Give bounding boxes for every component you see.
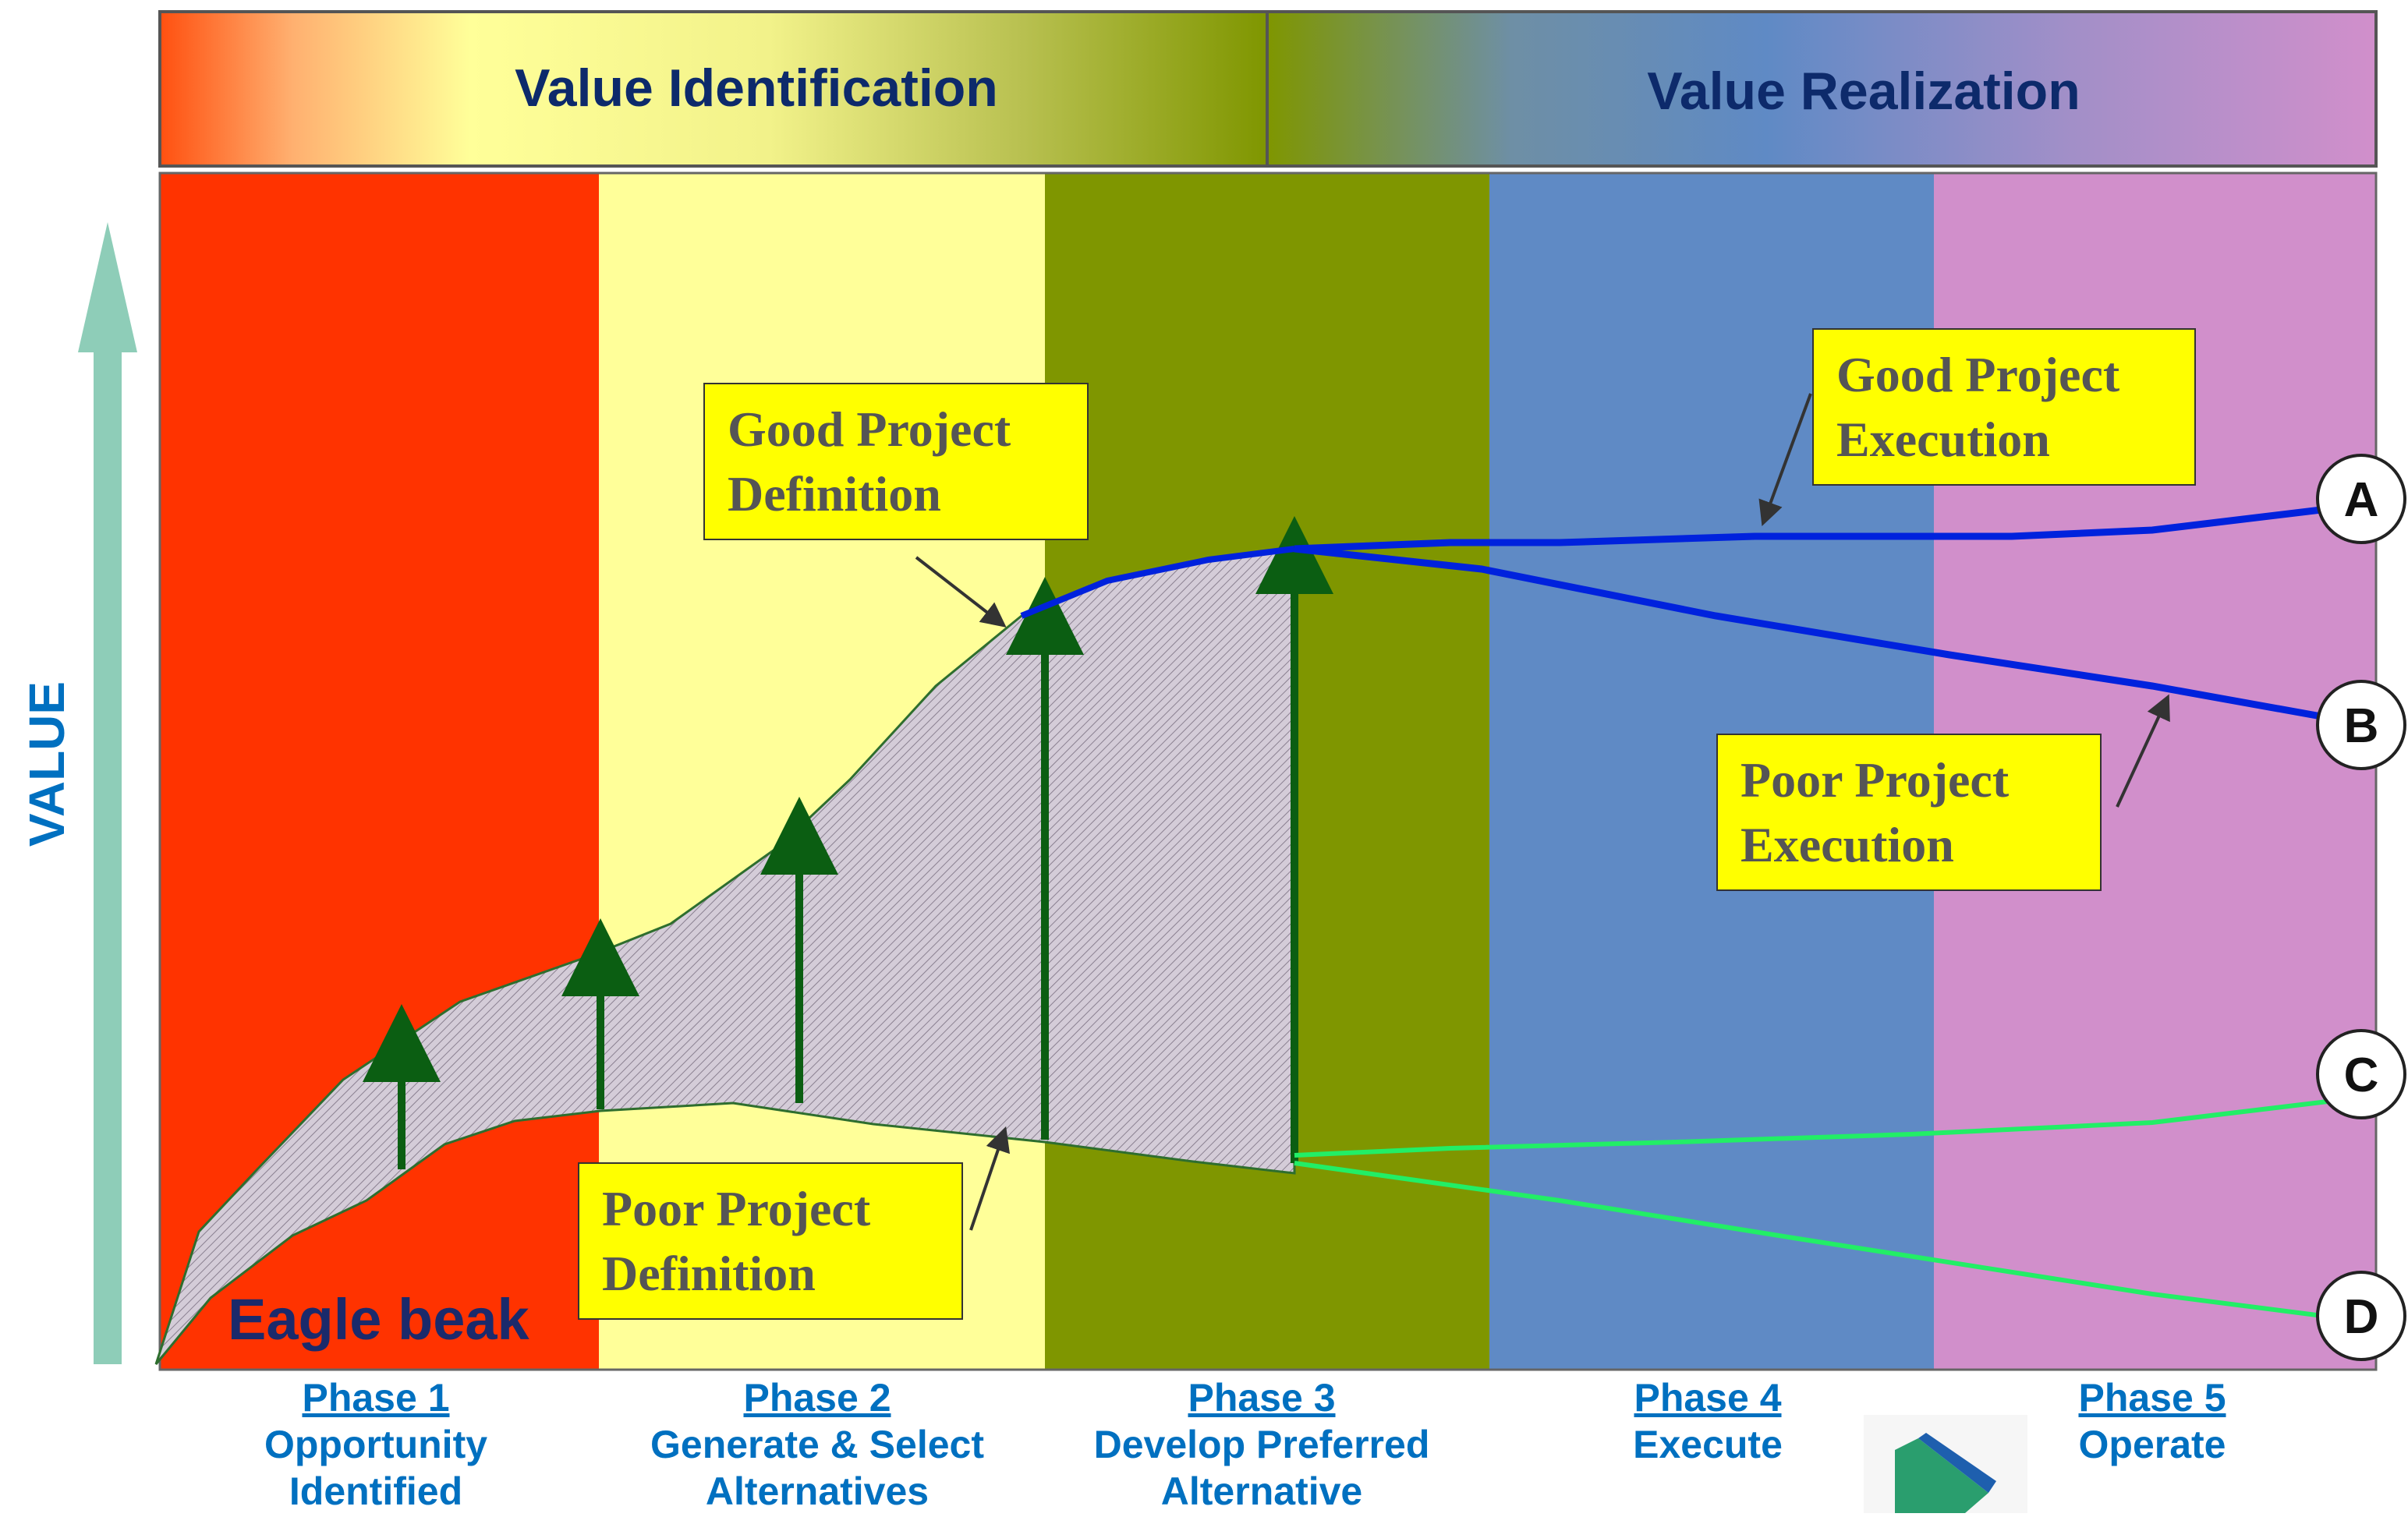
good-execution-box [1812,328,2196,486]
value-increase-arrows [363,516,1333,1169]
good-definition-line2: Definition [728,466,941,522]
callout-pointers [915,393,2170,1231]
endpoint-markers: A B C D [2316,454,2406,1361]
phase-1-label: Phase 1 Opportunity Identified [264,1376,487,1513]
poor-execution-pointer [2116,694,2170,808]
poor-execution-line1: Poor Project [1740,752,2010,808]
poor-definition-line1: Poor Project [602,1181,871,1236]
logo-icon [1895,1438,1988,1513]
header-bar: Value Identification Value Realization [158,10,2378,168]
line-b-poor-execution [1294,545,2348,725]
phase-4-label: Phase 4 Execute [1633,1376,1783,1466]
poor-execution-callout: Poor Project Execution [1716,734,2102,891]
phase-1-line1: Opportunity [264,1423,487,1466]
good-execution-callout: Good Project Execution [1812,328,2196,486]
poor-definition-callout: Poor Project Definition [578,1162,963,1320]
endpoint-b: B [2316,680,2406,770]
phase-3-label: Phase 3 Develop Preferred Alternative [1094,1376,1430,1513]
value-axis-label: VALUE [19,681,75,847]
phase-2-title[interactable]: Phase 2 [743,1376,891,1420]
phase-3-line1: Develop Preferred [1094,1423,1430,1466]
chart-frame [158,172,2378,1371]
phase-4-line1: Execute [1633,1423,1783,1466]
value-identification-bar [158,10,1269,168]
good-definition-peak-curve [1020,546,1295,619]
phase-2-line1: Generate & Select [650,1423,984,1466]
eagle-beak-label: Eagle beak [228,1287,530,1352]
endpoint-c: C [2316,1029,2406,1119]
poor-definition-box [578,1162,963,1320]
endpoint-a: A [2316,454,2406,544]
good-execution-line2: Execution [1836,412,2050,467]
poor-execution-box [1716,734,2102,891]
value-realization-bar [1266,10,2378,168]
value-identification-label: Value Identification [515,58,998,118]
line-d [1294,1161,2348,1321]
phase-3-title[interactable]: Phase 3 [1188,1376,1335,1420]
endpoint-d: D [2316,1271,2406,1361]
endpoint-a-label: A [2344,473,2379,527]
phase-5-line1: Operate [2079,1423,2226,1466]
phase-4-title[interactable]: Phase 4 [1634,1376,1781,1420]
poor-definition-pointer [969,1126,1011,1231]
good-definition-callout: Good Project Definition [703,383,1089,540]
line-a-good-execution [1294,503,2348,553]
value-realization-label: Value Realization [1647,62,2080,121]
phase-1-title[interactable]: Phase 1 [302,1376,449,1420]
good-definition-pointer [915,556,1007,628]
phase-1-line2: Identified [289,1469,462,1513]
good-definition-line1: Good Project [728,401,1011,457]
endpoint-c-label: C [2344,1048,2379,1102]
phase-labels: Phase 1 Opportunity Identified Phase 2 G… [264,1376,2226,1513]
phase-5-title[interactable]: Phase 5 [2078,1376,2226,1420]
phase-2-label: Phase 2 Generate & Select Alternatives [650,1376,984,1513]
phase-3-line2: Alternative [1161,1469,1362,1513]
endpoint-d-label: D [2344,1290,2379,1344]
value-axis-arrowhead [78,222,137,352]
good-execution-pointer [1758,393,1812,527]
phase-2-line2: Alternatives [706,1469,929,1513]
execution-lines [1294,503,2348,1321]
logo-fragment [1864,1415,2027,1513]
endpoint-b-label: B [2344,699,2379,753]
phase-5-label: Phase 5 Operate [2078,1376,2226,1466]
good-definition-box [703,383,1089,540]
value-axis: VALUE [19,222,137,1364]
line-c [1294,1097,2348,1158]
poor-definition-line2: Definition [602,1246,816,1301]
good-execution-line1: Good Project [1836,347,2120,402]
value-axis-shaft [94,351,122,1364]
poor-execution-line2: Execution [1740,817,1954,872]
